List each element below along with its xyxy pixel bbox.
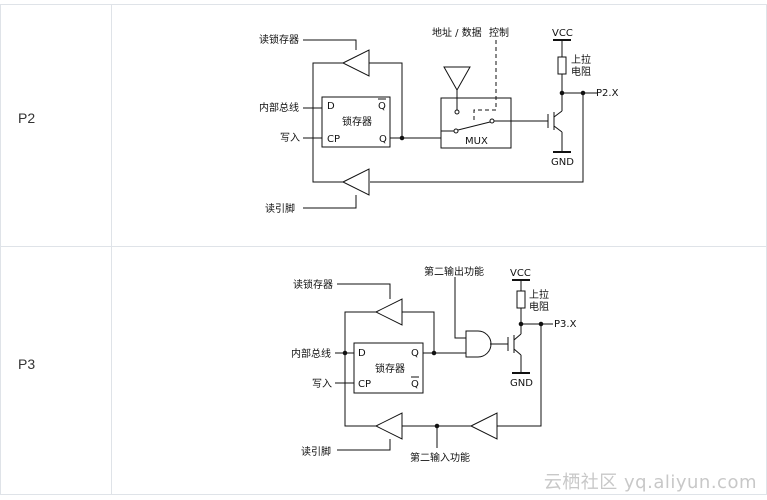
- p2-control-label: 控制: [489, 26, 509, 39]
- p3-diagram: 读锁存器 内部总线 写入 读引脚 D Q 锁存器 CP Q 第二输出功能 第二输…: [291, 265, 577, 464]
- p3-pin-label: P3.X: [554, 319, 577, 330]
- p3-pullup-label-2: 电阻: [529, 300, 549, 313]
- table-border-middle: [0, 246, 767, 247]
- p2-latch-cp: CP: [327, 134, 340, 145]
- p2-latch-qbar: Q: [378, 101, 386, 112]
- p3-and-gate: [465, 330, 492, 358]
- table-border-top: [0, 4, 767, 5]
- row-label-p2: P2: [18, 110, 36, 126]
- table-border-bottom: [0, 494, 767, 495]
- p3-latch-qbar: Q: [411, 379, 419, 390]
- p3-read-pin-label: 读引脚: [301, 445, 331, 458]
- p2-read-pin-loop: [370, 93, 584, 183]
- p2-latch-box: [321, 96, 391, 148]
- p3-gnd-label: GND: [510, 378, 533, 389]
- p3-read-latch-label: 读锁存器: [293, 278, 333, 291]
- p2-internal-bus-label: 内部总线: [259, 101, 299, 114]
- p2-latch-title: 锁存器: [342, 115, 372, 128]
- table-column-divider: [111, 4, 112, 495]
- p2-read-pin-label: 读引脚: [265, 202, 295, 215]
- p2-latch-q: Q: [379, 134, 387, 145]
- table-border-left: [0, 4, 1, 495]
- p2-read-latch-buffer: [341, 49, 370, 77]
- p2-gnd-label: GND: [551, 157, 574, 168]
- p3-latch-box: [353, 342, 424, 394]
- p2-diagram: 读锁存器 内部总线 写入 读引脚 D Q 锁存器 CP Q 地址 / 数据 控制…: [259, 26, 619, 215]
- p2-write-label: 写入: [280, 132, 300, 144]
- p3-read-pin-buffer: [374, 412, 403, 440]
- p3-read-latch-buffer: [374, 298, 403, 326]
- p2-read-latch-loop: [312, 62, 343, 138]
- p3-internal-bus-label: 内部总线: [291, 347, 331, 360]
- p3-input-buffer: [469, 412, 498, 440]
- p2-mux-box: [440, 97, 512, 149]
- p2-latch-feedback: [369, 62, 403, 138]
- p2-read-latch-pointer: [303, 39, 357, 50]
- p3-pullup-resistor: [516, 290, 526, 309]
- p3-write-label: 写入: [312, 378, 332, 390]
- p2-read-pin-buffer: [341, 168, 370, 196]
- p2-pullup-label-1: 上拉: [571, 53, 591, 66]
- p3-second-input-label: 第二输入功能: [410, 451, 470, 464]
- p3-latch-q: Q: [411, 348, 419, 359]
- p3-latch-title: 锁存器: [375, 362, 405, 375]
- p3-second-output-label: 第二输出功能: [424, 265, 484, 278]
- p2-vcc-label: VCC: [552, 28, 573, 39]
- p2-mux-label: MUX: [465, 136, 488, 147]
- p3-latch-cp: CP: [358, 379, 371, 390]
- p3-pullup-label-1: 上拉: [529, 288, 549, 301]
- p2-pullup-resistor: [557, 56, 567, 75]
- p3-latch-d: D: [358, 348, 366, 359]
- p2-pullup-label-2: 电阻: [571, 65, 591, 78]
- watermark: 云栖社区 yq.aliyun.com: [543, 472, 757, 493]
- p2-control-line: [473, 40, 497, 122]
- p2-address-buffer: [443, 66, 471, 92]
- p2-read-latch-label: 读锁存器: [259, 33, 299, 46]
- p2-pin-label: P2.X: [596, 88, 619, 99]
- p2-address-data-label: 地址 / 数据: [432, 26, 482, 39]
- p2-latch-d: D: [327, 101, 335, 112]
- row-label-p3: P3: [18, 356, 36, 372]
- p3-vcc-label: VCC: [510, 268, 531, 279]
